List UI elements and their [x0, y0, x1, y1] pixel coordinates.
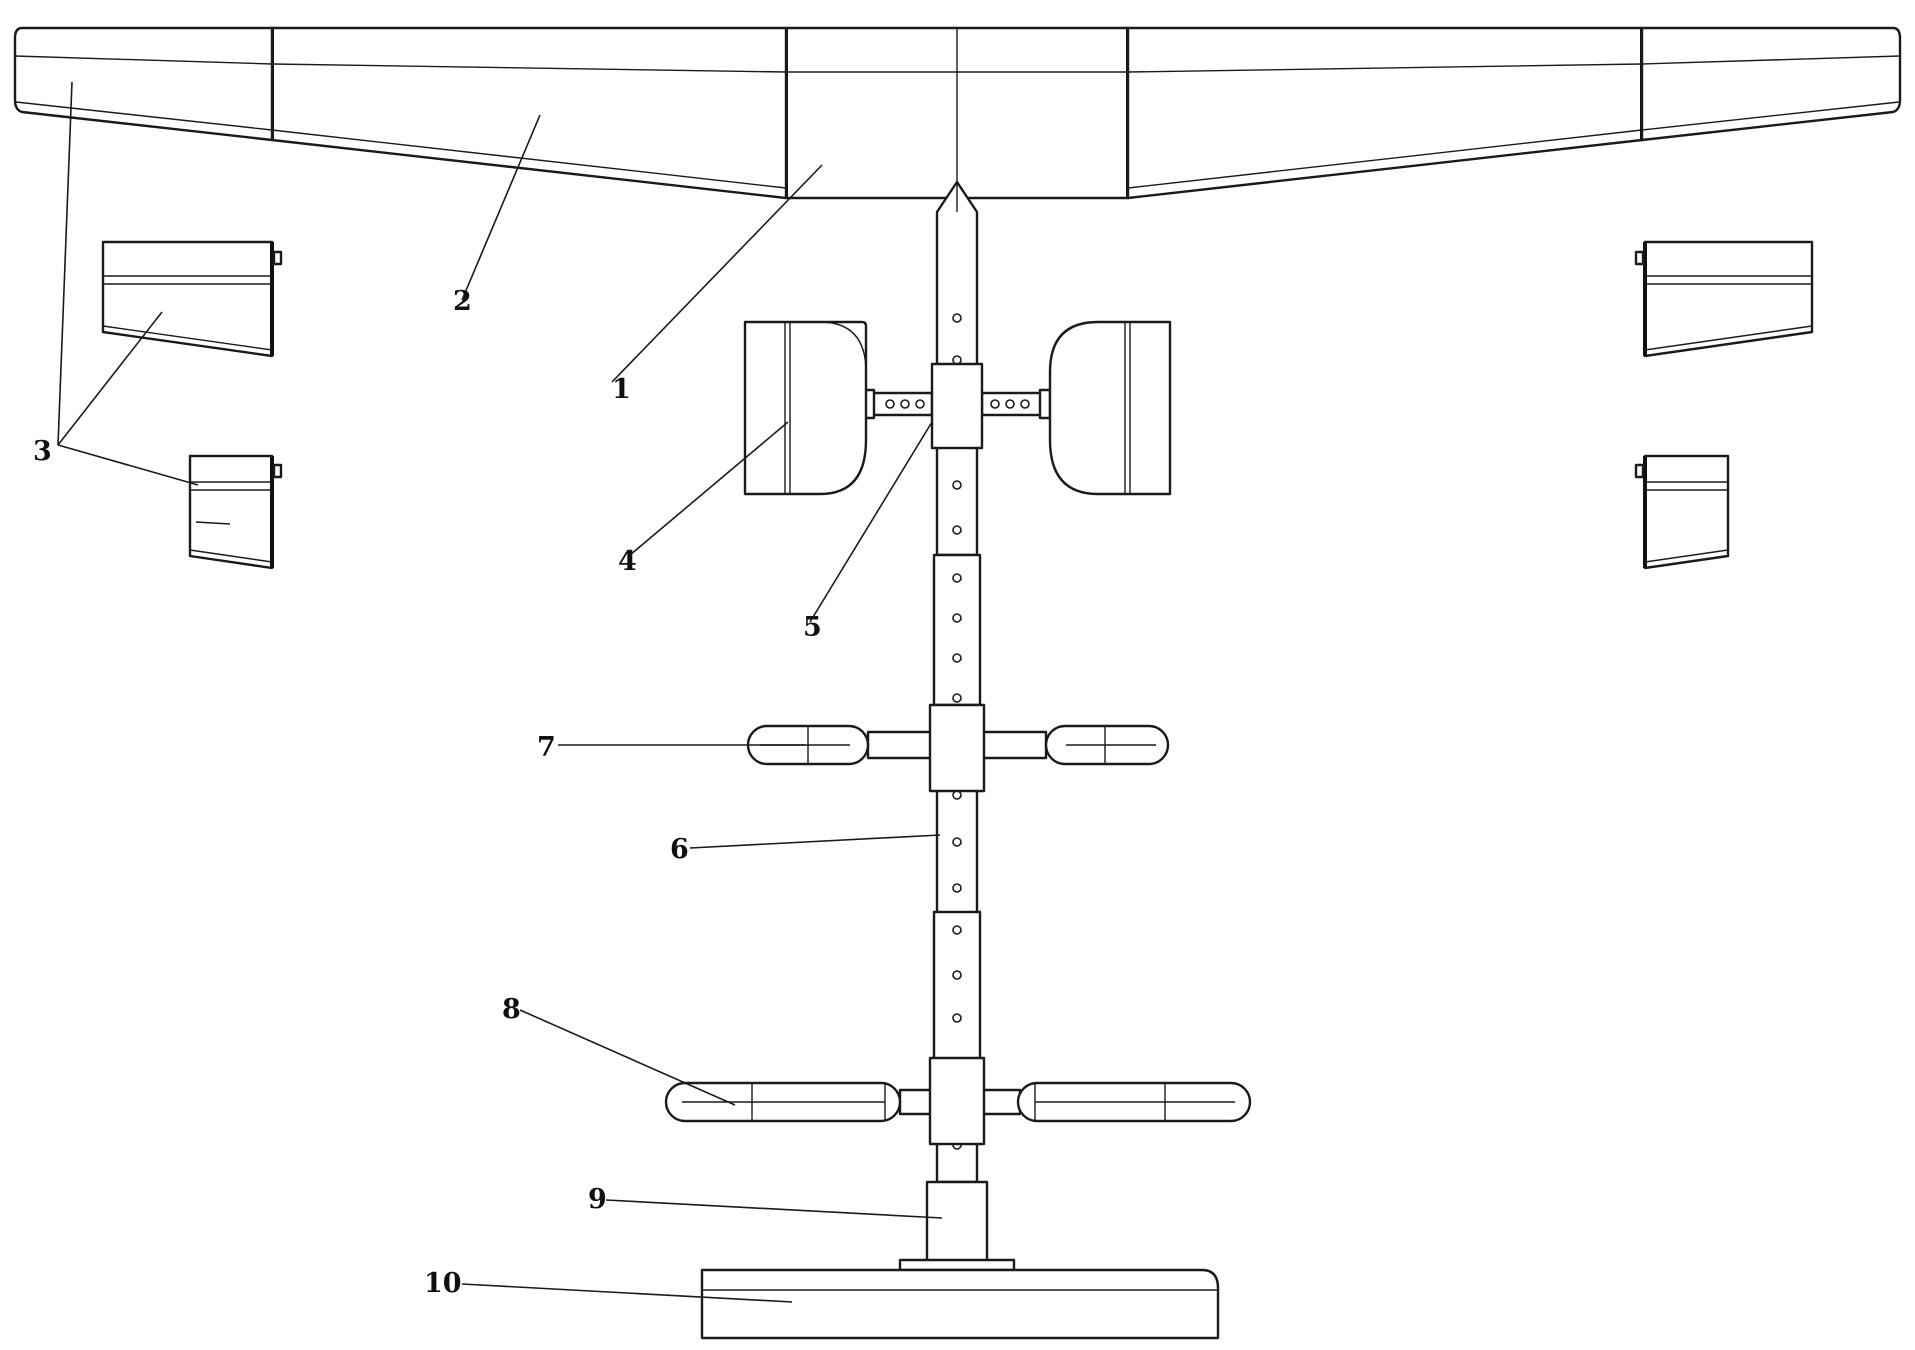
label-10: 10 [424, 1268, 462, 1299]
wing-right-panel [1126, 26, 1644, 200]
label-5: 5 [803, 612, 822, 643]
spare-wingtip-right-small [1634, 454, 1730, 570]
vertical-mast [932, 180, 982, 1184]
upper-clamp [930, 362, 984, 450]
label-2: 2 [453, 286, 472, 317]
base-plate [700, 1268, 1220, 1340]
wing-center-section [784, 26, 1130, 200]
base-assembly [700, 1180, 1220, 1340]
spare-wingtip-left-small [188, 454, 283, 570]
label-1: 1 [612, 374, 631, 405]
label-7: 7 [537, 732, 556, 763]
support-post [925, 1180, 989, 1264]
wingtip-right [1640, 26, 1902, 142]
label-3: 3 [33, 436, 52, 467]
lower-clamp [928, 1056, 986, 1146]
label-4: 4 [618, 546, 637, 577]
leader-lines [57, 81, 943, 1303]
part-labels: 1 2 3 4 5 6 7 8 9 10 [33, 286, 822, 1299]
label-8: 8 [502, 994, 521, 1025]
middle-handle-assembly [746, 703, 1170, 793]
seat-pad-right [1048, 320, 1172, 496]
lower-handle-assembly [664, 1056, 1252, 1146]
label-6: 6 [670, 834, 689, 865]
main-wing [13, 26, 1902, 200]
spare-wingtip-right-large [1634, 240, 1814, 358]
seat-pad-left [743, 320, 868, 496]
label-9: 9 [588, 1184, 607, 1215]
spare-wingtip-left-large [101, 240, 283, 358]
wing-left-panel [270, 26, 788, 200]
upper-arm-assembly [743, 320, 1172, 496]
middle-clamp [928, 703, 986, 793]
wingtip-left [13, 26, 274, 142]
